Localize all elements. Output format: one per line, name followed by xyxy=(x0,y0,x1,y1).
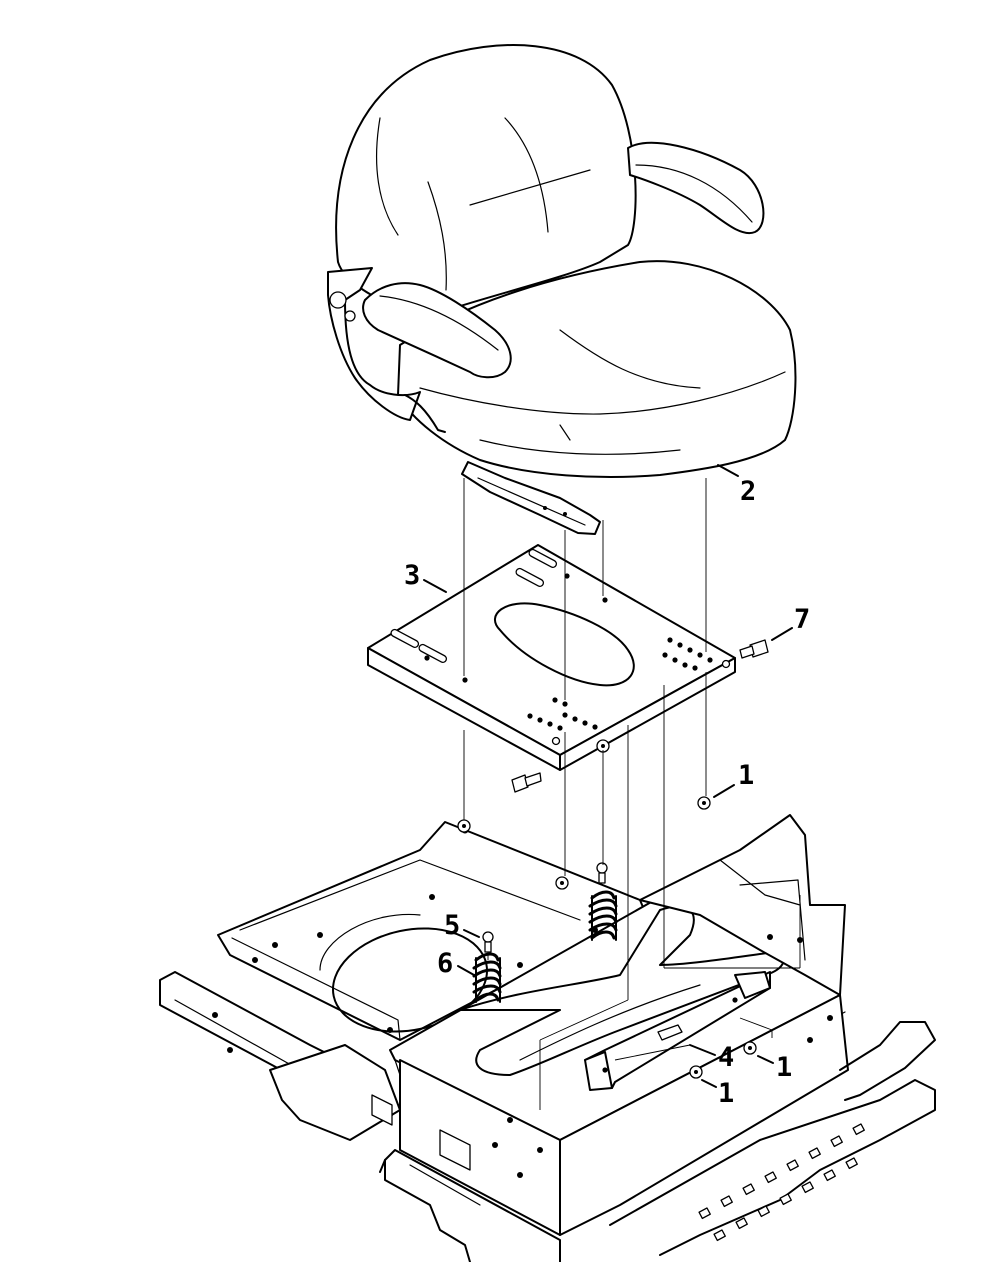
nut-frame-1 xyxy=(457,819,471,833)
nut-1-a xyxy=(697,796,711,810)
callout-1-right: 1 xyxy=(776,1052,792,1083)
seat-side-housing xyxy=(327,267,421,421)
nut-1-b xyxy=(743,1041,757,1055)
callout-2: 2 xyxy=(740,476,756,507)
plate-holes xyxy=(424,573,713,731)
frame-holes xyxy=(212,826,833,1178)
leader-1c xyxy=(701,1079,717,1088)
frame-rear-rail-upper xyxy=(839,1021,936,1101)
seat-assembly xyxy=(327,44,797,535)
leader-2 xyxy=(717,464,739,477)
callout-1-upper: 1 xyxy=(738,760,754,791)
frame-left-deck xyxy=(217,821,646,1041)
callout-leaders xyxy=(423,464,793,1088)
mower-frame xyxy=(159,814,936,1262)
bolt-plate-left xyxy=(511,772,542,793)
seat-mounting-plate xyxy=(367,544,736,771)
foot-plate-perforations xyxy=(698,1123,865,1242)
callout-6: 6 xyxy=(437,948,453,979)
leader-5 xyxy=(463,929,480,938)
callout-7: 7 xyxy=(794,604,810,635)
bracket-4-right-tab xyxy=(734,971,771,999)
callout-4: 4 xyxy=(718,1042,734,1073)
spring-right xyxy=(588,890,618,941)
nut-1-c xyxy=(689,1065,703,1079)
bracket-4-left-tab xyxy=(584,1051,613,1091)
frame-left-bracket xyxy=(269,1044,401,1141)
seat-cushion xyxy=(397,260,797,479)
bolt-5-lower xyxy=(482,931,494,953)
frame-spine-side xyxy=(559,994,849,1236)
leader-3 xyxy=(423,579,447,593)
leader-1a xyxy=(713,784,735,798)
bolt-5-upper xyxy=(596,862,608,884)
frame-right-side-plate xyxy=(639,814,846,996)
nut-frame-2 xyxy=(555,876,569,890)
callout-3: 3 xyxy=(404,560,420,591)
callout-1-lower: 1 xyxy=(718,1078,734,1109)
seat-knob-icon xyxy=(329,291,347,309)
callout-5: 5 xyxy=(444,910,460,941)
frame-v-channel xyxy=(459,905,785,1076)
leader-7 xyxy=(771,627,793,641)
nut-plate xyxy=(596,739,610,753)
callout-labels: 2 3 7 1 5 6 4 1 1 xyxy=(404,476,810,1109)
part-4-bracket xyxy=(584,971,771,1091)
leader-6 xyxy=(457,965,475,976)
frame-rear-rail-lower xyxy=(609,1079,936,1256)
seat-left-armrest xyxy=(362,282,512,379)
leader-1b xyxy=(757,1055,774,1064)
alignment-lines xyxy=(463,478,801,1110)
seat-right-armrest xyxy=(627,141,765,235)
bolt-7 xyxy=(739,639,769,659)
frame-bottom-left-rail xyxy=(384,1149,561,1262)
spring-left xyxy=(472,952,502,1003)
leader-4 xyxy=(689,1044,716,1056)
